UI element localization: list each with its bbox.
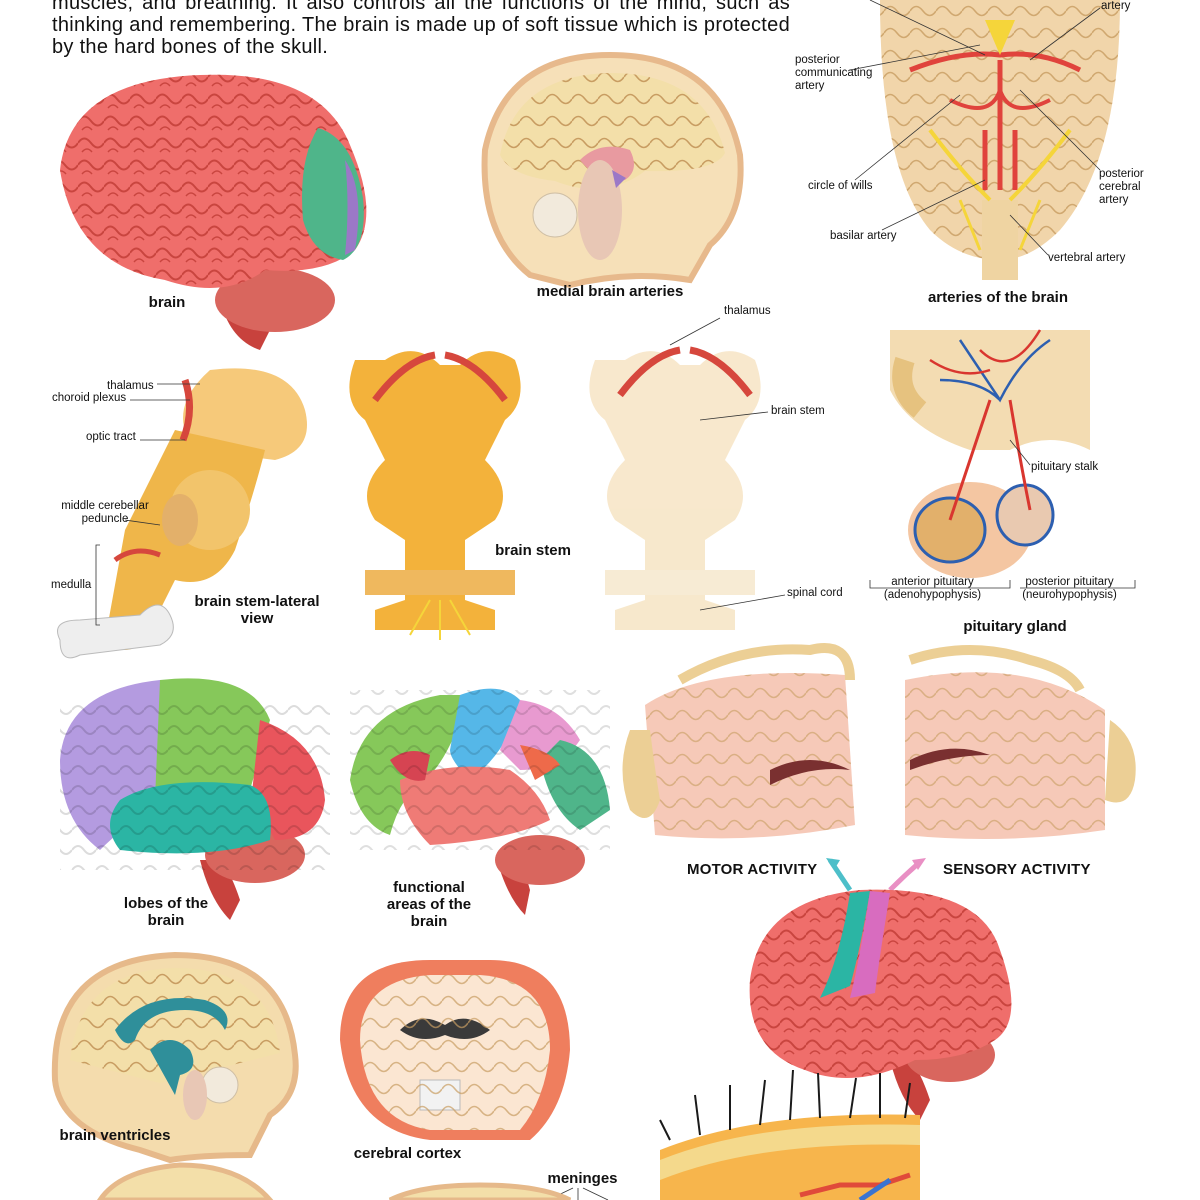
- brain-base-arteries-illustration: [849, 0, 1120, 280]
- label-anterior-pituitary: anterior pituitary (adenohypophysis): [883, 576, 982, 601]
- label-posterior-communicating-artery: posterior communicating artery: [795, 54, 873, 92]
- label-optic-tract: optic tract: [86, 431, 136, 443]
- cerebral-cortex-illustration: [340, 960, 570, 1140]
- sensory-homunculus-illustration: [905, 645, 1136, 839]
- label-sensory-activity: SENSORY ACTIVITY: [943, 861, 1091, 878]
- brain-stem-faded-illustration: [589, 351, 761, 630]
- label-motor-activity: MOTOR ACTIVITY: [687, 861, 818, 878]
- caption-brain-ventricles: brain ventricles: [59, 1127, 171, 1144]
- label-spinal-cord: spinal cord: [787, 587, 843, 599]
- label-thalamus-lateral: thalamus: [107, 380, 154, 392]
- caption-brain-stem: brain stem: [495, 542, 571, 559]
- label-brain-stem: brain stem: [771, 405, 825, 417]
- caption-medial-brain-arteries: medial brain arteries: [536, 283, 684, 300]
- label-posterior-cerebral-artery: posterior cerebral artery: [1099, 168, 1144, 206]
- lobes-illustration: [60, 678, 330, 920]
- caption-arteries-of-the-brain: arteries of the brain: [927, 289, 1069, 306]
- label-thalamus-stem: thalamus: [724, 305, 771, 317]
- motor-homunculus-illustration: [622, 643, 855, 839]
- brain-stem-front-illustration: [349, 351, 521, 640]
- label-medulla: medulla: [51, 579, 92, 591]
- brain-illustration: [60, 74, 367, 350]
- label-artery-top: artery: [1101, 0, 1131, 12]
- label-circle-of-wills: circle of wills: [808, 180, 873, 192]
- brain-stem-lateral-illustration: [57, 368, 307, 659]
- label-vertebral-artery: vertebral artery: [1048, 252, 1126, 264]
- caption-brain-stem-lateral: brain stem-lateral view: [194, 593, 320, 627]
- pituitary-illustration: [869, 329, 1136, 589]
- ventricles-illustration: [51, 951, 299, 1164]
- label-pituitary-stalk: pituitary stalk: [1031, 461, 1099, 473]
- functional-areas-illustration: [350, 688, 610, 915]
- motor-sensory-brain-illustration: [749, 889, 1012, 1120]
- medial-section-illustration: [481, 51, 744, 289]
- label-middle-cerebellar-peduncle: middle cerebellar peduncle: [61, 500, 149, 525]
- caption-pituitary-gland: pituitary gland: [963, 618, 1067, 635]
- caption-cerebral-cortex: cerebral cortex: [353, 1145, 462, 1162]
- label-choroid-plexus: choroid plexus: [52, 392, 127, 404]
- label-basilar-artery: basilar artery: [830, 230, 897, 242]
- meninges-illustration: [96, 1069, 920, 1200]
- caption-meninges: meninges: [547, 1170, 618, 1187]
- caption-functional-areas: functional areas of the brain: [386, 879, 472, 930]
- intro-paragraph: muscles, and breathing. It also controls…: [52, 0, 790, 58]
- caption-brain: brain: [148, 294, 186, 311]
- label-posterior-pituitary: posterior pituitary (neurohypophysis): [1022, 576, 1117, 601]
- thalamus-highlight: [617, 346, 753, 398]
- sensory-arrow: [888, 860, 922, 892]
- caption-lobes: lobes of the brain: [123, 895, 209, 929]
